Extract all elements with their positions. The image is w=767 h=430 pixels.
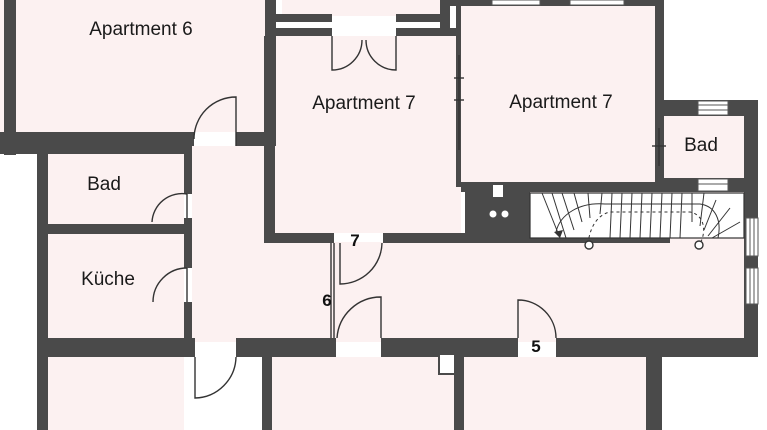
wall [381,338,518,357]
wall [184,146,192,194]
window [697,178,729,192]
door-swing [331,36,363,71]
floor-apartment-7-left [275,36,461,233]
floor-room-bottom-mid [272,357,454,430]
wall [530,238,670,243]
room-label-apartment-7-left: Apartment 7 [312,93,416,114]
floor-corridor-horizontal [264,242,744,342]
window [491,0,541,6]
wall [37,146,192,154]
floor-top-room [282,0,444,16]
wall [461,182,655,192]
wall [184,218,192,268]
room-label-apartment-7-right: Apartment 7 [509,92,613,113]
shaft-box [491,183,505,199]
floor-bad-right [664,116,744,178]
stair-arrow [554,230,563,238]
stair-treads [541,192,741,239]
shaft-box [438,353,456,375]
door-swing [194,356,237,399]
wall [4,132,194,146]
window [697,100,729,116]
door-number-5: 5 [531,337,540,356]
wall [450,0,662,6]
door-number-7: 7 [350,231,359,250]
stair-end-circle [694,240,704,250]
room-label-bad-right: Bad [684,135,718,156]
window [569,0,625,6]
wall [264,233,334,243]
wall [37,338,48,430]
floor-apartment-7-right [461,5,655,182]
floor-bad-left [48,154,184,224]
door-swing [152,267,188,303]
wall [4,0,16,155]
wall [276,28,332,36]
staircase [529,192,745,250]
floor-apartment-6 [0,0,265,132]
floor-areas [0,0,744,430]
shafts [438,183,509,375]
wall [37,338,195,357]
wall [48,224,184,234]
doors [151,36,557,399]
door-swing [517,299,557,339]
wall [646,342,662,430]
floor-room-bottom-left [48,357,184,430]
wall [454,342,464,430]
room-label-kueche: Küche [81,269,135,290]
wall [396,28,461,36]
partition-lines [330,55,666,338]
door-number-6: 6 [322,291,331,310]
door-swing [339,242,383,285]
shaft-circle [489,210,497,218]
room-label-apartment-6: Apartment 6 [89,19,193,40]
wall [184,302,192,352]
door-swing [193,96,237,146]
wall [37,146,48,352]
wall [440,0,450,30]
wall [383,233,465,243]
window [745,217,759,257]
window-lines [698,104,755,304]
door-swing [336,296,382,339]
wall [264,36,275,242]
wall [236,132,266,146]
wall [236,338,336,357]
floor-room-bottom-right [464,357,646,430]
stair-start-circle [584,240,594,250]
floor-corridor-vertical [192,146,264,342]
wall [276,14,332,22]
stair-walking-line [587,211,705,245]
wall [396,14,448,22]
room-label-bad-left: Bad [87,174,121,195]
wall [655,0,664,190]
shaft-circle [501,210,509,218]
floor-kueche [48,234,184,338]
wall [262,342,272,430]
door-swing [365,36,397,71]
door-swing [151,192,188,223]
window [745,267,759,305]
